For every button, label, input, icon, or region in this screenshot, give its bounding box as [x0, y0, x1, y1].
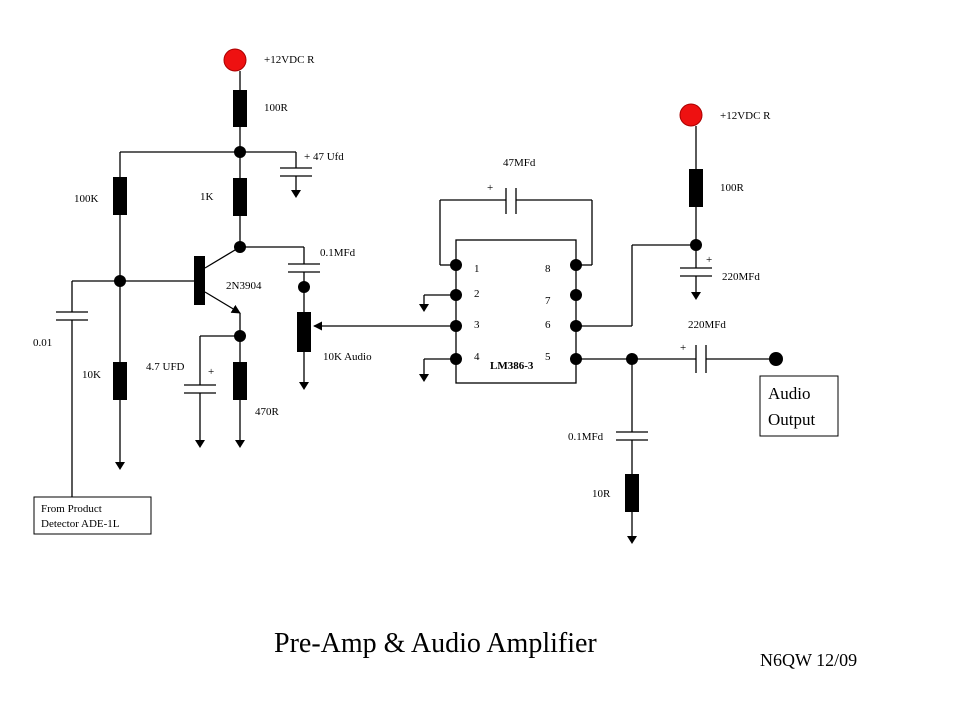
vcc-right-terminal — [679, 103, 703, 127]
cap-47ufd-label: + 47 Ufd — [304, 151, 344, 163]
author-signature: N6QW 12/09 — [760, 650, 857, 670]
pin2-label: 2 — [474, 288, 480, 300]
ground-arrow-icon — [691, 292, 701, 300]
from-product-detector-box — [33, 496, 152, 535]
pin6-label: 6 — [545, 319, 551, 331]
resistor-470r — [233, 362, 247, 400]
pin4-label: 4 — [474, 351, 480, 363]
ic-lm386 — [455, 239, 577, 384]
ground-arrow-icon — [291, 190, 301, 198]
resistor-10r-label: 10R — [592, 488, 611, 500]
cap-220mfd-out-label: 220MFd — [688, 319, 726, 331]
vcc-left-label: +12VDC R — [264, 54, 315, 66]
pot-label: 10K Audio — [323, 351, 372, 363]
pin1-label: 1 — [474, 263, 480, 275]
cap-01mfd-left-label: 0.1MFd — [320, 247, 356, 259]
page-title: Pre-Amp & Audio Amplifier — [274, 628, 597, 659]
pin8-label: 8 — [545, 263, 551, 275]
polarity-plus: + — [680, 342, 686, 354]
resistor-1k-label: 1K — [200, 191, 214, 203]
audio-output-box — [759, 375, 839, 437]
polarity-plus: + — [706, 254, 712, 266]
ground-arrow-icon — [299, 382, 309, 390]
polarity-plus: + — [487, 182, 493, 194]
from-label-line1: From Product — [41, 503, 102, 515]
cap-220mfd-right-label: 220MFd — [722, 271, 760, 283]
output-terminal — [769, 352, 783, 366]
audio-output-line2: Output — [768, 410, 816, 429]
cap-001-label: 0.01 — [33, 337, 52, 349]
resistor-100r-left — [233, 90, 247, 127]
audio-output-line1: Audio — [768, 384, 811, 403]
resistor-100k — [113, 177, 127, 215]
ground-arrow-icon — [419, 304, 429, 312]
vcc-left-terminal — [223, 48, 247, 72]
pin3-label: 3 — [474, 319, 480, 331]
ground-arrow-icon — [419, 374, 429, 382]
resistor-10r — [625, 474, 639, 512]
resistor-10k — [113, 362, 127, 400]
resistor-1k — [233, 178, 247, 216]
transistor-label: 2N3904 — [226, 280, 262, 292]
cap-47ufd-emitter-label: 4.7 UFD — [146, 361, 185, 373]
vcc-right-label: +12VDC R — [720, 110, 771, 122]
ground-arrow-icon — [195, 440, 205, 448]
ground-arrow-icon — [115, 462, 125, 470]
resistor-470r-label: 470R — [255, 406, 280, 418]
resistor-100r-right — [689, 169, 703, 207]
polarity-plus: + — [208, 366, 214, 378]
ground-arrow-icon — [627, 536, 637, 544]
ic-pin-7 — [570, 289, 582, 301]
transistor-2n3904 — [194, 246, 241, 314]
resistor-10k-label: 10K — [82, 369, 101, 381]
ic-label: LM386-3 — [490, 360, 534, 372]
resistor-100k-label: 100K — [74, 193, 99, 205]
pin5-label: 5 — [545, 351, 551, 363]
pin7-label: 7 — [545, 295, 551, 307]
ic-pin-3 — [450, 320, 462, 332]
ground-arrow-icon — [235, 440, 245, 448]
from-label-line2: Detector ADE-1L — [41, 518, 120, 530]
cap-47mfd-label: 47MFd — [503, 157, 536, 169]
cap-01mfd-right-label: 0.1MFd — [568, 431, 604, 443]
resistor-100r-left-label: 100R — [264, 102, 289, 114]
resistor-100r-right-label: 100R — [720, 182, 745, 194]
potentiometer-10k-audio — [297, 312, 311, 352]
